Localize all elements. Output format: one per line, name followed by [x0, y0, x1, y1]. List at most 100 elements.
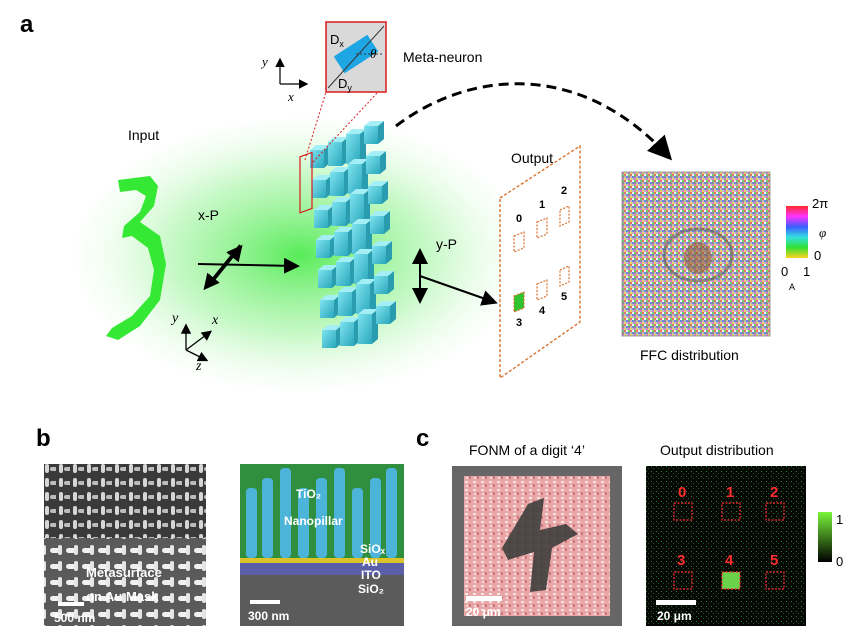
meta-pillar [328, 137, 348, 166]
meta-pillar [330, 167, 350, 196]
meta-pillar [350, 189, 370, 224]
green-colorbar-min: 0 [836, 554, 843, 569]
axis-x-label: x [211, 313, 219, 328]
output-distribution-detectors [673, 502, 785, 590]
meta-pillar [340, 317, 360, 346]
y-polarization-arrows [412, 248, 498, 306]
colorbar-phi: φ [819, 225, 826, 240]
sio2-label: SiO₂ [358, 582, 384, 596]
xyz-axes [180, 323, 213, 362]
colorbar-2pi: 2π [812, 196, 828, 211]
panel-a: a Input x-P y x z [20, 11, 828, 395]
detector-4 [536, 279, 548, 301]
detector-0 [513, 231, 525, 253]
meta-pillar [310, 145, 330, 168]
output-distribution-digits: 0 1 2 3 4 5 [677, 484, 778, 569]
nanopillar [262, 478, 273, 558]
output-digit-labels: 0 1 2 3 4 5 [516, 185, 567, 329]
ffc-center [684, 242, 712, 274]
c-detector-1 [721, 502, 741, 521]
output-detectors [513, 205, 570, 313]
meta-pillar [346, 129, 366, 164]
cross-scale-bar [250, 600, 280, 604]
sem-caption-line2: on Au Mask [86, 589, 159, 604]
axis-y-label: y [170, 311, 179, 326]
colorbar-one-amp: 1 [803, 264, 810, 279]
meta-pillar [348, 159, 368, 194]
meta-pillar [336, 257, 356, 286]
nanopillar [370, 478, 381, 558]
meta-pillar [334, 227, 354, 256]
sem-caption-line1: Metasurface [86, 565, 162, 580]
ffc-colorbar: 2π φ 0 0 1 A [781, 196, 828, 292]
c-detector-3 [673, 571, 693, 590]
fonm-title: FONM of a digit ‘4’ [469, 442, 585, 458]
inset-axis-y: y [260, 54, 268, 69]
nanopillar [352, 488, 363, 558]
c-digit-3: 3 [677, 552, 685, 569]
nanopillar [280, 468, 291, 558]
dashed-curve-arrow [395, 82, 673, 161]
meta-pillar [364, 121, 384, 144]
panel-b: b Metasurface on Au Mask 500 nm TiO₂ Nan… [36, 425, 404, 626]
meta-pillar [372, 241, 392, 264]
x-polarization-arrows [197, 244, 300, 291]
au-layer [240, 558, 404, 563]
meta-pillar [312, 175, 332, 198]
siox-label: SiOₓ [360, 542, 386, 556]
meta-pillar [332, 197, 352, 226]
output-digit-1: 1 [539, 199, 545, 211]
detector-3 [513, 291, 525, 313]
output-digit-2: 2 [561, 185, 567, 197]
c-digit-0: 0 [678, 484, 686, 501]
theta-label: θ [370, 46, 377, 61]
fonm-scale-bar [466, 596, 502, 601]
meta-pillar [320, 295, 340, 318]
output-distribution-image [646, 466, 806, 626]
ito-label: ITO [361, 568, 381, 582]
c-detector-0 [673, 502, 693, 521]
nanopillar [386, 468, 397, 558]
nanopillar [316, 478, 327, 558]
meta-pillar [354, 249, 374, 284]
dy-label: Dy [338, 76, 352, 93]
metasurface-pillars [310, 121, 396, 348]
meta-pillar [318, 265, 338, 288]
meta-pillar [322, 325, 342, 348]
meta-pillar [338, 287, 358, 316]
axis-z-label: z [195, 359, 202, 374]
output-digit-5: 5 [561, 291, 567, 303]
inset-axes [275, 57, 309, 89]
meta-pillar [374, 271, 394, 294]
y-polarization-label: y-P [436, 236, 457, 252]
tio2-label: TiO₂ [296, 487, 321, 501]
sem-scale-label: 500 nm [54, 611, 95, 625]
output-digit-0: 0 [516, 213, 522, 225]
meta-neuron-inset: Dx Dy θ [325, 21, 387, 93]
colorbar-zero-phase: 0 [814, 248, 821, 263]
output-distribution-title: Output distribution [660, 442, 774, 458]
input-digit-3 [106, 176, 166, 340]
output-scale-label: 20 μm [657, 609, 692, 623]
fonm-digit-4 [502, 498, 578, 592]
detector-5 [559, 265, 570, 287]
selected-pillar-box [299, 151, 313, 214]
meta-pillar [368, 181, 388, 204]
panel-b-label: b [36, 425, 51, 452]
c-digit-2: 2 [770, 484, 778, 501]
colorbar-zero-amp: 0 [781, 264, 788, 279]
meta-pillar [358, 309, 378, 344]
inset-axis-x: x [287, 89, 294, 104]
output-label: Output [511, 150, 553, 166]
ffc-label: FFC distribution [640, 347, 739, 363]
ito-layer [240, 563, 404, 575]
meta-pillar [316, 235, 336, 258]
output-digit-3: 3 [516, 317, 522, 329]
meta-pillar [366, 151, 386, 174]
meta-pillar [376, 301, 396, 324]
beam-arrow-in [197, 257, 300, 274]
meta-neuron-label: Meta-neuron [403, 49, 482, 65]
meta-pillar [314, 205, 334, 228]
nanopillar [298, 488, 309, 558]
ffc-ring [662, 227, 734, 283]
